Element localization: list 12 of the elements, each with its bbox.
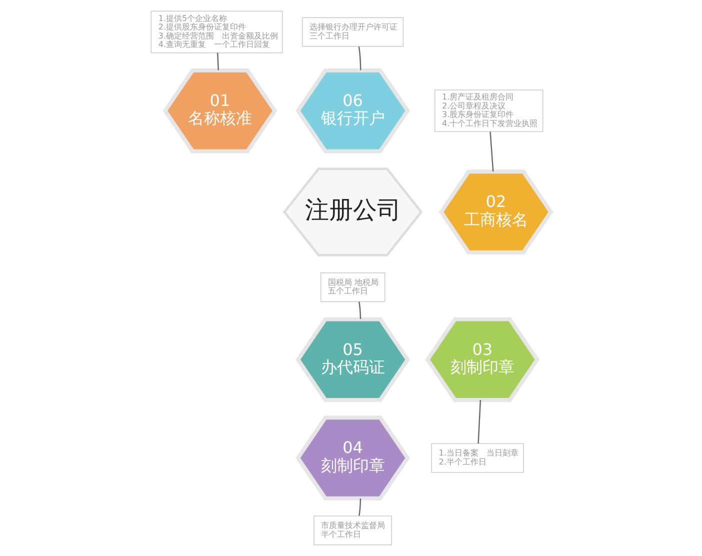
- connector: [358, 46, 362, 70]
- node-box: 1.房产证及租房合同 2.公司章程及决议 3.股东身份证复印件 4.十个工作日下发营业执照: [434, 90, 544, 132]
- connector: [217, 52, 219, 70]
- connector: [478, 400, 482, 444]
- node-box: 选择银行办理开户许可证 三个工作日: [302, 17, 404, 47]
- node-box: 1.提供5个企业名称 2.提供股东身份证复印件 3.确定经营范围 出资金额及比例 4.查询无重复 一个工作日回复: [150, 10, 283, 54]
- node-box: 市质量技术监督局 半个工作日: [314, 516, 392, 546]
- connector: [490, 132, 494, 172]
- connector: [358, 302, 362, 319]
- connector: [358, 498, 362, 516]
- node-box: 1.当日备案 当日刻章 2.半个工作日: [431, 443, 524, 473]
- node-box: 国税局 地税局 五个工作日: [320, 272, 386, 302]
